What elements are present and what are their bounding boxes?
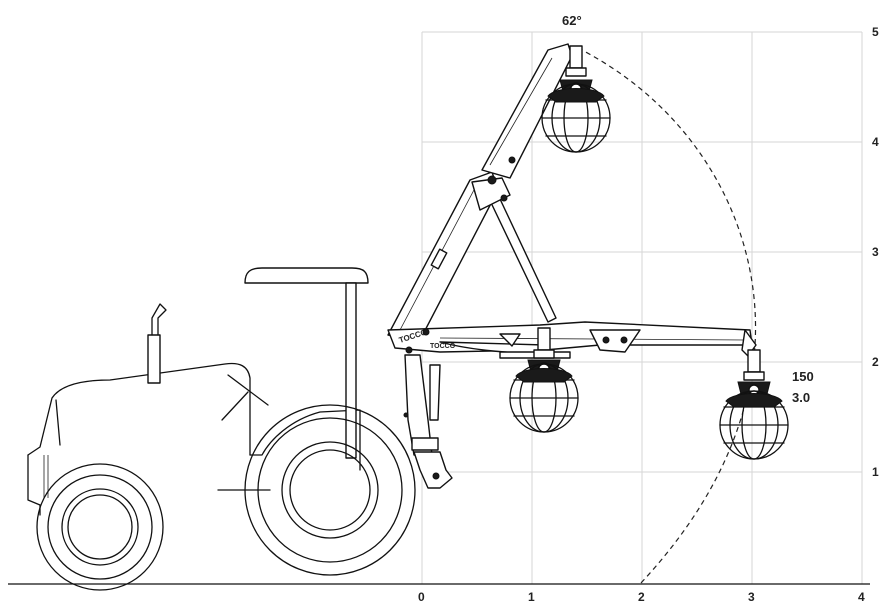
reach-arc	[577, 47, 757, 585]
y-tick: 2	[872, 355, 879, 369]
x-tick: 0	[418, 590, 425, 603]
x-axis-ticks: 0 1 2 3 4	[418, 590, 865, 603]
grapple-middle	[509, 327, 579, 433]
tractor	[27, 267, 416, 591]
tractor-roof	[244, 267, 369, 284]
x-tick: 4	[858, 590, 865, 603]
reach-label-1: 150	[792, 369, 814, 384]
crane: TOCCO TOCCO	[387, 43, 757, 489]
reach-grid	[421, 31, 863, 584]
reach-label-2: 3.0	[792, 390, 810, 405]
tractor-hood	[27, 362, 251, 456]
x-tick: 1	[528, 590, 535, 603]
y-axis-ticks: 1 2 3 4 5	[872, 25, 879, 479]
y-tick: 4	[872, 135, 879, 149]
slew-angle-label: 62°	[562, 13, 582, 28]
tractor-front-wheel	[36, 463, 164, 591]
grapple-raised	[541, 45, 611, 153]
boom-decal-2: TOCCO	[430, 343, 456, 350]
x-tick: 2	[638, 590, 645, 603]
grapple-extended	[719, 349, 789, 460]
x-tick: 3	[748, 590, 755, 603]
y-tick: 3	[872, 245, 879, 259]
y-tick: 1	[872, 465, 879, 479]
crane-outer-boom-raised	[481, 43, 573, 179]
y-tick: 5	[872, 25, 879, 39]
crane-mount	[413, 451, 453, 489]
tractor-rear-wheel	[244, 404, 416, 576]
